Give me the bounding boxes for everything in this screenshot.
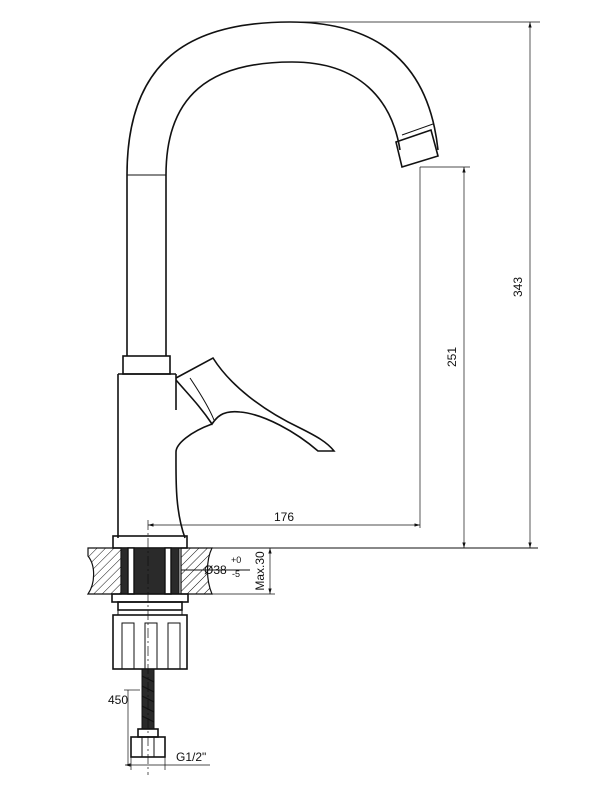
faucet-body: [117, 373, 186, 539]
dimension-450: 450: [108, 689, 140, 765]
dimension-343: 343: [292, 21, 540, 548]
dim-total-height: 343: [511, 277, 525, 297]
dim-hose-thread: G1/2": [176, 750, 206, 764]
dimension-thread: G1/2": [125, 750, 210, 770]
dim-hole-tol-upper: +0: [231, 555, 241, 565]
dim-hole-diameter: Ø38: [204, 563, 227, 577]
dimension-max-thickness: Max.30: [212, 548, 275, 595]
threaded-shank: [120, 547, 180, 595]
dimension-hole: Ø38 +0 -5: [204, 555, 241, 579]
dim-max-thickness: Max.30: [253, 551, 267, 591]
mounting-nut: [112, 610, 188, 670]
countertop-section: [86, 547, 250, 595]
dim-hole-tol-lower: -5: [232, 569, 240, 579]
dim-spout-height: 251: [445, 347, 459, 367]
dimension-176: 176: [148, 510, 420, 527]
base-rosette: [112, 535, 188, 549]
spout-nozzle: [395, 128, 439, 169]
spout-collar: [122, 355, 171, 375]
spout: [126, 21, 439, 356]
mounting-washer: [111, 593, 189, 603]
lever-handle: [175, 356, 336, 453]
dimension-251: 251: [419, 166, 470, 548]
mounting-washer-lower: [117, 601, 183, 611]
dim-spout-reach: 176: [274, 510, 294, 524]
dim-hose-length: 450: [108, 693, 128, 707]
